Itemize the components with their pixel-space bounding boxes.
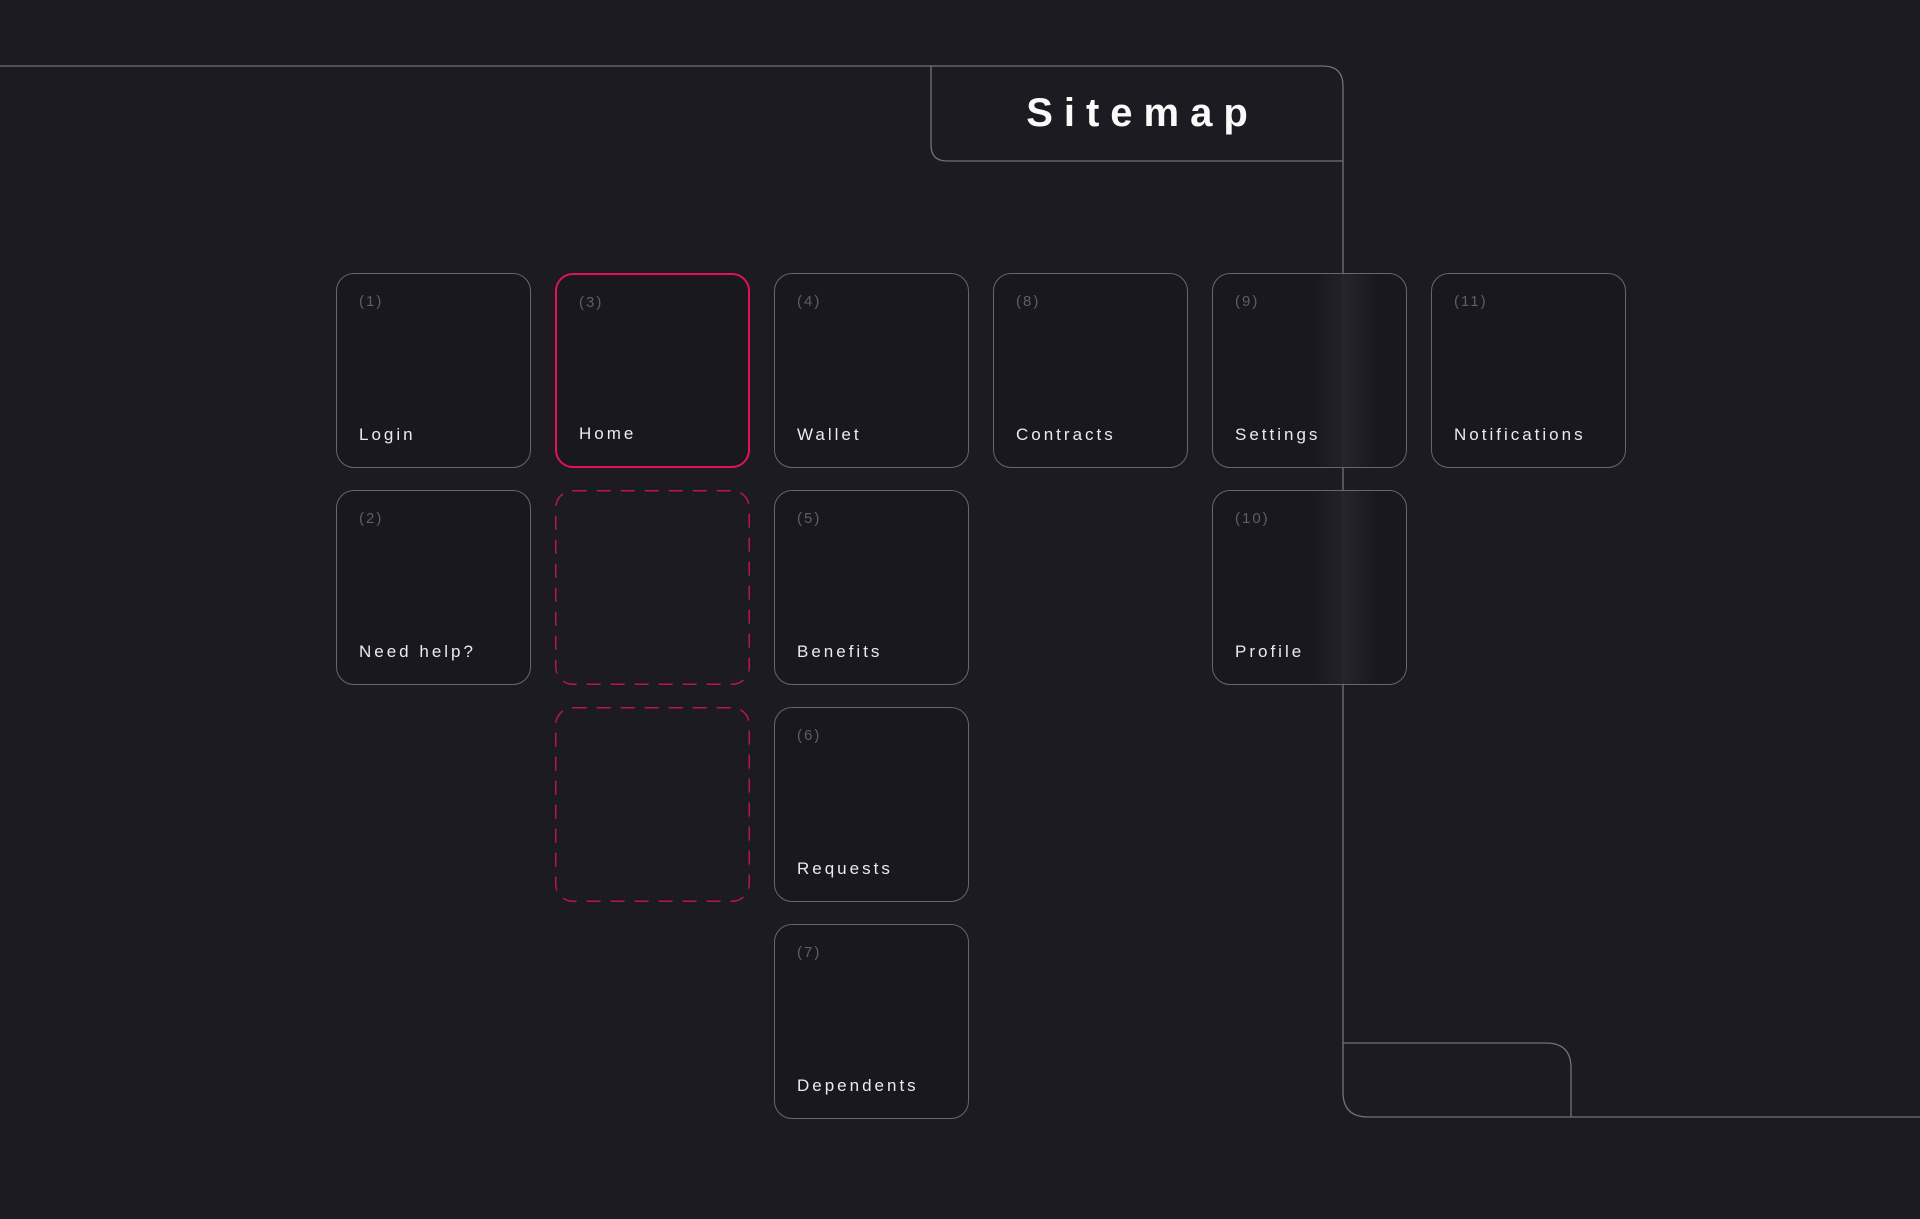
node-number: (7): [797, 944, 822, 961]
node-number: (1): [359, 293, 384, 310]
sitemap-node-login[interactable]: (1) Login: [336, 273, 531, 468]
node-label: Dependents: [797, 1075, 919, 1095]
node-number: (5): [797, 510, 822, 527]
node-label: Login: [359, 424, 416, 444]
node-label: Profile: [1235, 641, 1305, 661]
node-label: Need help?: [359, 641, 476, 661]
page-title: Sitemap: [1026, 91, 1259, 135]
sitemap-node-requests[interactable]: (6) Requests: [774, 707, 969, 902]
sitemap-node-profile[interactable]: (10) Profile: [1212, 490, 1407, 685]
sitemap-node-contracts[interactable]: (8) Contracts: [993, 273, 1188, 468]
node-label: Wallet: [797, 424, 862, 444]
sitemap-node-dependents[interactable]: (7) Dependents: [774, 924, 969, 1119]
node-label: Home: [579, 423, 637, 443]
sitemap-node-benefits[interactable]: (5) Benefits: [774, 490, 969, 685]
sitemap-node-need-help[interactable]: (2) Need help?: [336, 490, 531, 685]
node-number: (9): [1235, 293, 1260, 310]
sitemap-node-wallet[interactable]: (4) Wallet: [774, 273, 969, 468]
node-number: (3): [579, 294, 604, 311]
node-number: (8): [1016, 293, 1041, 310]
placeholder-node-2[interactable]: [555, 707, 750, 902]
sitemap-title-box: Sitemap: [931, 66, 1343, 161]
dashed-border: [555, 490, 750, 685]
node-label: Contracts: [1016, 424, 1116, 444]
sitemap-node-settings[interactable]: (9) Settings: [1212, 273, 1407, 468]
node-label: Benefits: [797, 641, 883, 661]
placeholder-node-1[interactable]: [555, 490, 750, 685]
sitemap-node-notifications[interactable]: (11) Notifications: [1431, 273, 1626, 468]
node-number: (6): [797, 727, 822, 744]
node-label: Notifications: [1454, 424, 1586, 444]
node-number: (10): [1235, 510, 1270, 527]
node-number: (11): [1454, 293, 1488, 310]
sitemap-node-home[interactable]: (3) Home: [555, 273, 750, 468]
node-number: (2): [359, 510, 384, 527]
node-number: (4): [797, 293, 822, 310]
node-label: Settings: [1235, 424, 1321, 444]
node-label: Requests: [797, 858, 893, 878]
dashed-border: [555, 707, 750, 902]
